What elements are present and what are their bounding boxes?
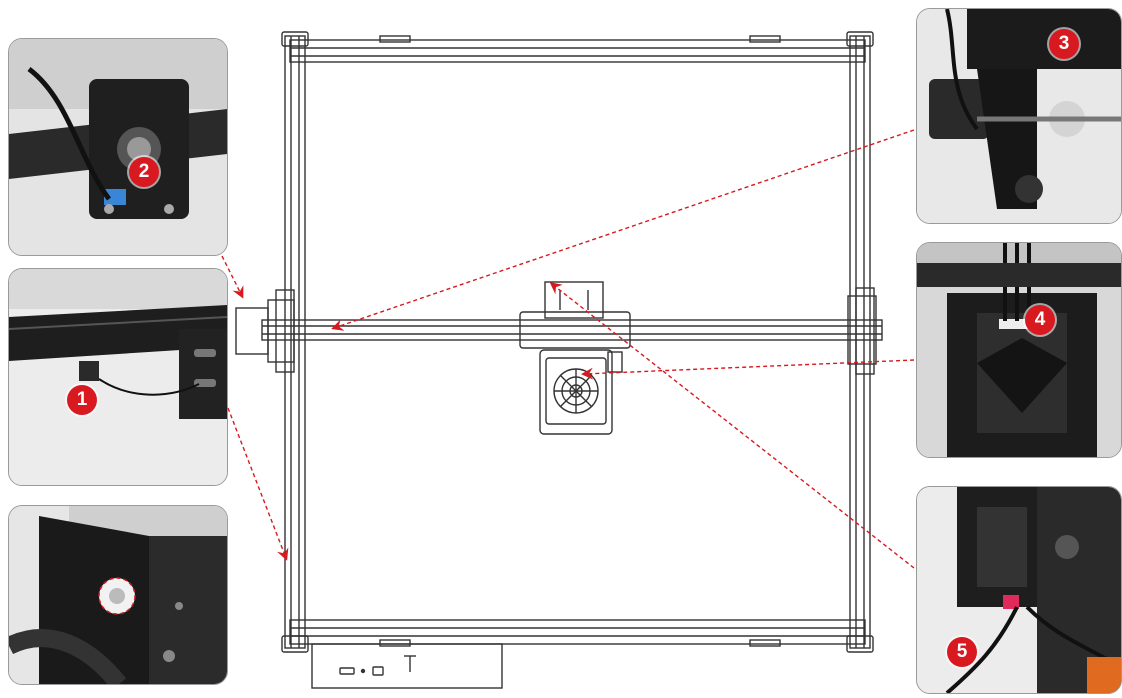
right-rail [849,35,871,649]
photo-panel-1: 1 [8,268,228,486]
photo-3-image [917,9,1121,223]
callout-badge-3: 3 [1049,29,1079,59]
photo-panel-3: 3 [916,8,1122,224]
x-motor [235,307,269,355]
photo-panel-4: 4 [916,242,1122,458]
left-rail [284,35,306,649]
x-gantry [261,319,883,341]
photo-0-image [9,506,227,684]
callout-badge-1: 1 [67,385,97,415]
photo-panel-0 [8,505,228,685]
photo-1-image [9,269,227,485]
control-box [311,643,503,689]
photo-panel-2: 2 [8,38,228,256]
photo-5-image [917,487,1121,693]
photo-2-image [9,39,227,255]
photo-4-image [917,243,1121,457]
photo-panel-5: 5 [916,486,1122,694]
callout-badge-5: 5 [947,637,977,667]
top-rail [289,39,866,63]
bottom-rail [289,619,866,645]
callout-badge-2: 2 [129,157,159,187]
callout-badge-4: 4 [1025,305,1055,335]
